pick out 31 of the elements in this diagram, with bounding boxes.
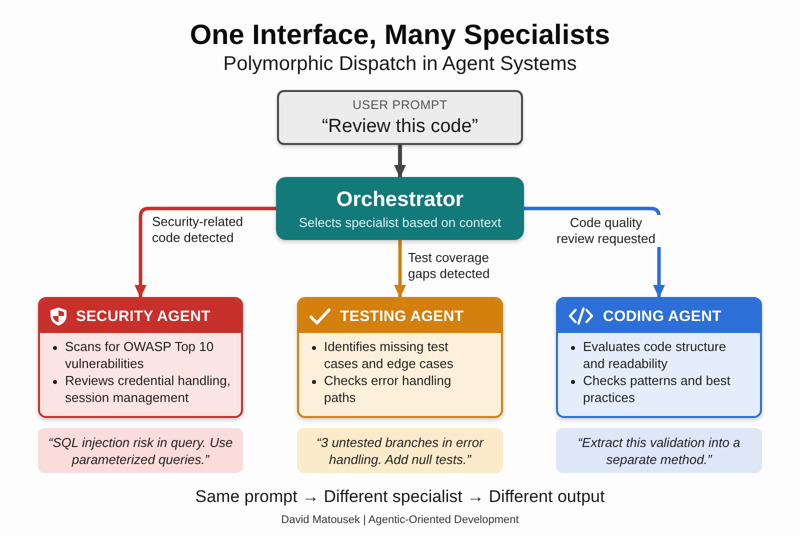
prompt-label: USER PROMPT: [352, 98, 448, 112]
arrow: [394, 240, 406, 298]
output-box: [38, 428, 243, 473]
tagline: Same prompt → Different specialist → Different output: [194, 486, 606, 507]
subtitle: Polymorphic Dispatch in Agent Systems: [222, 52, 578, 76]
output-quote: “Extract this validation into a separate method.”: [576, 434, 742, 468]
card-title: SECURITY AGENT: [76, 308, 210, 324]
agent-card: [556, 297, 762, 418]
card-title: CODING AGENT: [603, 308, 722, 324]
arrow: [394, 145, 406, 178]
output-box: [556, 428, 762, 473]
title: One Interface, Many Specialists: [188, 18, 612, 51]
node-title: Orchestrator: [336, 186, 464, 212]
prompt-box: [277, 90, 523, 145]
bullet-text: Checks patterns and best practices: [583, 373, 732, 406]
agent-card: [297, 297, 503, 418]
agent-card: [38, 297, 243, 418]
output-quote: “SQL injection risk in query. Use parameterized queries.”: [47, 434, 234, 468]
card-title: TESTING AGENT: [340, 308, 464, 324]
orchestrator-box: [276, 177, 524, 240]
bullet-text: Checks error handling paths: [324, 373, 452, 406]
bullet-text: Scans for OWASP Top 10 vulnerabilities: [65, 339, 215, 372]
bullet-text: Reviews credential handling, session management: [65, 373, 232, 406]
arrow: [134, 206, 276, 298]
bullet-text: Identifies missing test cases and edge cases: [324, 339, 454, 372]
credit-line: David Matousek | Agentic-Oriented Development: [280, 513, 520, 527]
bullet-text: Evaluates code structure and readability: [583, 339, 728, 372]
node-subtitle: Selects specialist based on context: [298, 214, 502, 230]
prompt-text: “Review this code”: [322, 114, 478, 138]
output-box: [297, 428, 503, 473]
output-quote: “3 untested branches in error handling. Add null tests.”: [316, 434, 485, 468]
